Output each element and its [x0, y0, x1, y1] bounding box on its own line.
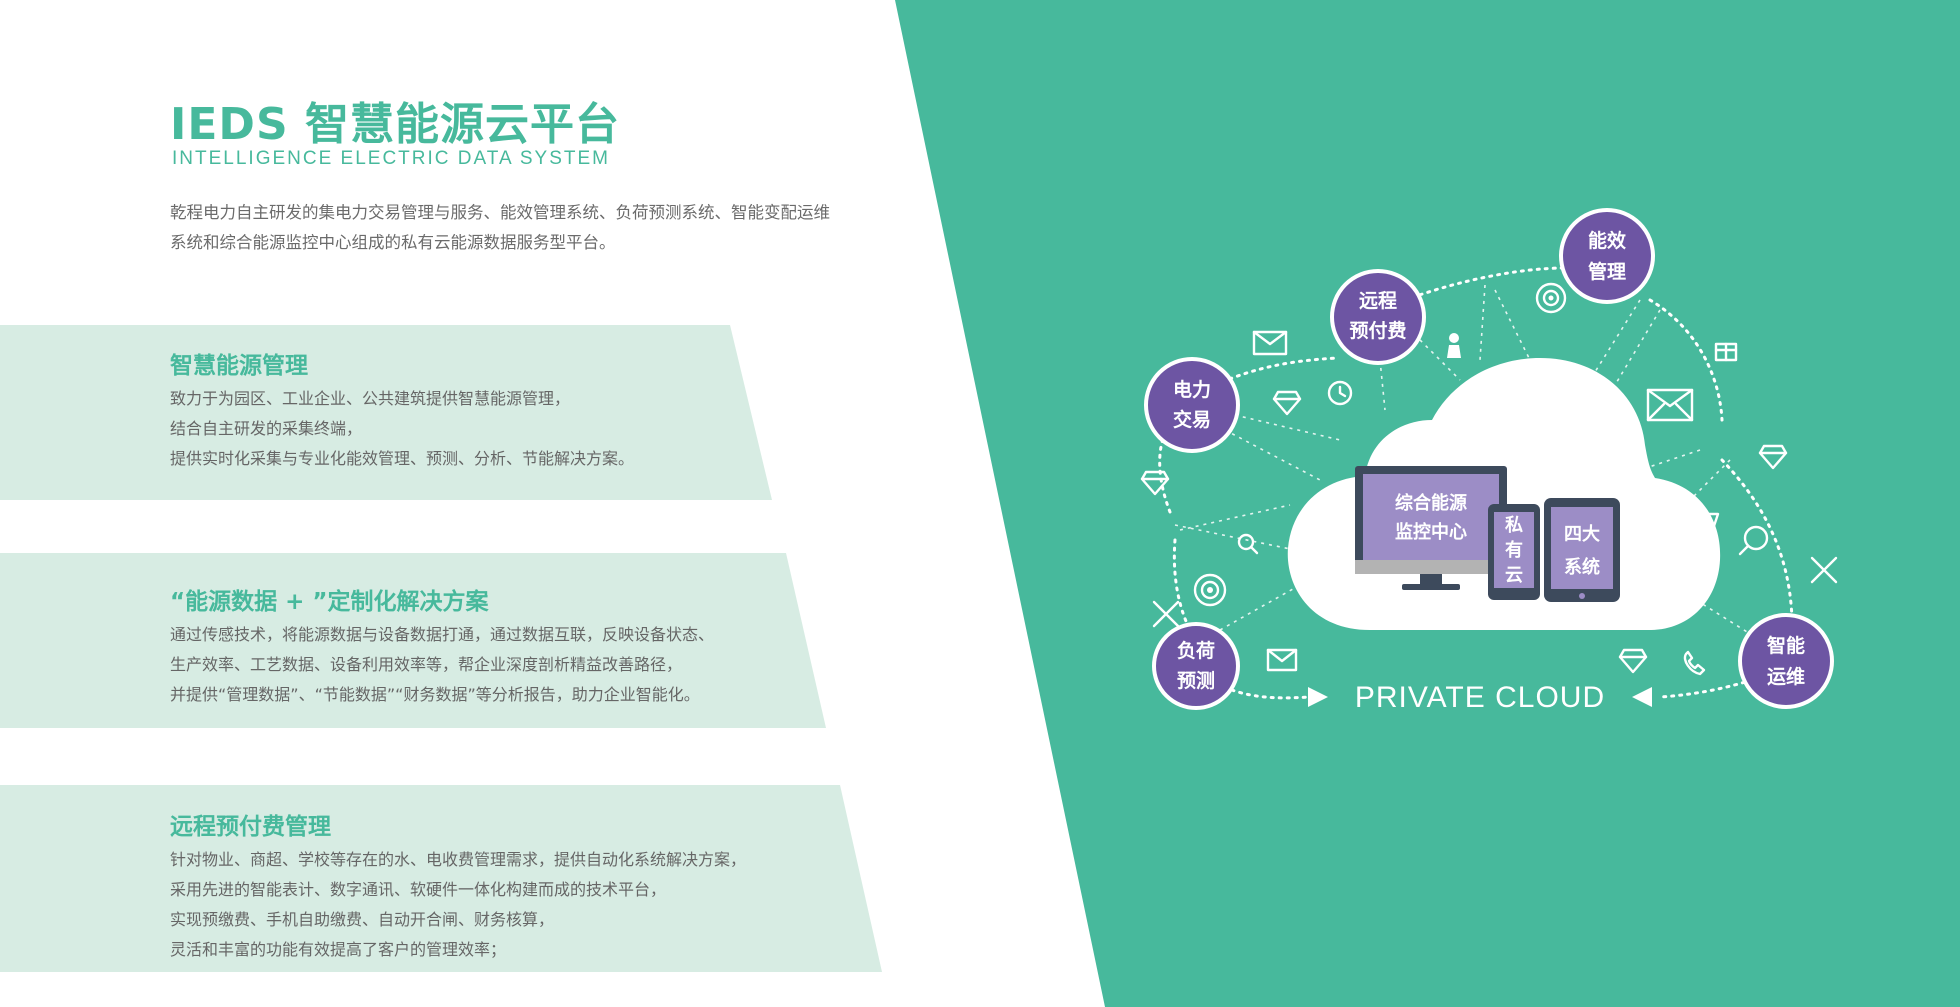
arrow-left-icon: [1632, 687, 1652, 707]
tablet-label-line: 四大: [1564, 523, 1600, 545]
search-icon: [1237, 533, 1259, 555]
target-icon: [1193, 573, 1227, 607]
page-title: IEDS 智慧能源云平台: [170, 99, 620, 150]
section-line: 针对物业、商超、学校等存在的水、电收费管理需求，提供自动化系统解决方案，: [170, 850, 747, 869]
tablet-icon: 四大 系统: [1544, 498, 1620, 602]
monitor-label-line: 综合能源: [1395, 492, 1467, 514]
phone-label-char: 私: [1505, 515, 1523, 536]
intro-text: 乾程电力自主研发的集电力交易管理与服务、能效管理系统、负荷预测系统、智能变配运维…: [170, 198, 860, 258]
node-label-line: 电力: [1173, 378, 1211, 401]
envelope-icon: [1266, 648, 1298, 672]
panel-3-bg: [0, 785, 882, 972]
node-label-line: 预测: [1177, 670, 1215, 692]
node-prepay: 远程 预付费: [1330, 269, 1426, 365]
page-subtitle: INTELLIGENCE ELECTRIC DATA SYSTEM: [172, 148, 610, 169]
section-line: 灵活和丰富的功能有效提高了客户的管理效率；: [170, 940, 507, 959]
section-line: 采用先进的智能表计、数字通讯、软硬件一体化构建而成的技术平台，: [170, 880, 667, 899]
intro-line: 系统和综合能源监控中心组成的私有云能源数据服务型平台。: [170, 233, 616, 252]
section-line: 生产效率、工艺数据、设备利用效率等，帮企业深度剖析精益改善路径，: [170, 655, 683, 674]
section-line: 提供实时化采集与专业化能效管理、预测、分析、节能解决方案。: [170, 449, 635, 468]
node-label-line: 智能: [1767, 634, 1805, 657]
section-title: 远程预付费管理: [170, 814, 331, 840]
panel-2-bg: [0, 553, 826, 728]
node-label-line: 能效: [1588, 229, 1626, 252]
diamond-icon: [1618, 648, 1648, 674]
section-line: 致力于为园区、工业企业、公共建筑提供智慧能源管理，: [170, 389, 571, 408]
node-label-line: 运维: [1767, 665, 1805, 688]
diamond-icon: [1140, 470, 1170, 496]
section-prepay: 远程预付费管理 针对物业、商超、学校等存在的水、电收费管理需求，提供自动化系统解…: [170, 807, 746, 965]
section-title: “能源数据 + ”定制化解决方案: [170, 589, 489, 615]
intro-line: 乾程电力自主研发的集电力交易管理与服务、能效管理系统、负荷预测系统、智能变配运维: [170, 203, 830, 222]
node-trade: 电力 交易: [1144, 357, 1240, 453]
monitor-icon: 综合能源 监控中心: [1355, 466, 1507, 590]
section-energy-data: “能源数据 + ”定制化解决方案 通过传感技术，将能源数据与设备数据打通，通过数…: [170, 582, 714, 710]
node-label-line: 交易: [1173, 408, 1211, 431]
private-cloud-caption: PRIVATE CLOUD: [1355, 681, 1605, 714]
node-ops: 智能 运维: [1738, 613, 1834, 709]
tools-icon: [1810, 556, 1838, 584]
gift-icon: [1714, 342, 1738, 362]
section-line: 通过传感技术，将能源数据与设备数据打通，通过数据互联，反映设备状态、: [170, 625, 715, 644]
section-line: 结合自主研发的采集终端，: [170, 419, 363, 438]
tablet-label-line: 系统: [1564, 556, 1600, 578]
envelope-icon: [1646, 388, 1694, 422]
diamond-icon: [1758, 444, 1788, 470]
section-line: 并提供“管理数据”、“节能数据”“财务数据”等分析报告，助力企业智能化。: [170, 685, 700, 704]
node-label-line: 管理: [1588, 260, 1626, 283]
node-label-line: 预付费: [1349, 319, 1406, 342]
phone-icon: 私 有 云: [1488, 504, 1540, 600]
panel-1-bg: [0, 325, 772, 500]
diamond-icon: [1272, 390, 1302, 416]
node-label-line: 负荷: [1177, 639, 1215, 662]
target-icon: [1535, 282, 1567, 314]
search-icon: [1738, 525, 1769, 556]
monitor-label-line: 监控中心: [1395, 521, 1467, 543]
node-label-line: 远程: [1359, 290, 1397, 312]
envelope-icon: [1252, 330, 1288, 356]
arrow-right-icon: [1308, 687, 1328, 707]
spoke-lines: [1174, 284, 1761, 641]
phone-call-icon: [1683, 650, 1706, 676]
clock-icon: [1327, 380, 1353, 406]
node-forecast: 负荷 预测: [1152, 622, 1240, 710]
phone-label-char: 有: [1505, 539, 1523, 561]
node-efficiency: 能效 管理: [1559, 208, 1655, 304]
cart-icon: [1686, 506, 1720, 535]
tools-icon: [1152, 600, 1180, 628]
section-title: 智慧能源管理: [170, 353, 308, 379]
phone-label-char: 云: [1505, 565, 1523, 586]
section-line: 实现预缴费、手机自助缴费、自动开合闸、财务核算，: [170, 910, 555, 929]
section-smart-energy: 智慧能源管理 致力于为园区、工业企业、公共建筑提供智慧能源管理， 结合自主研发的…: [170, 346, 634, 474]
person-icon: [1447, 333, 1461, 358]
